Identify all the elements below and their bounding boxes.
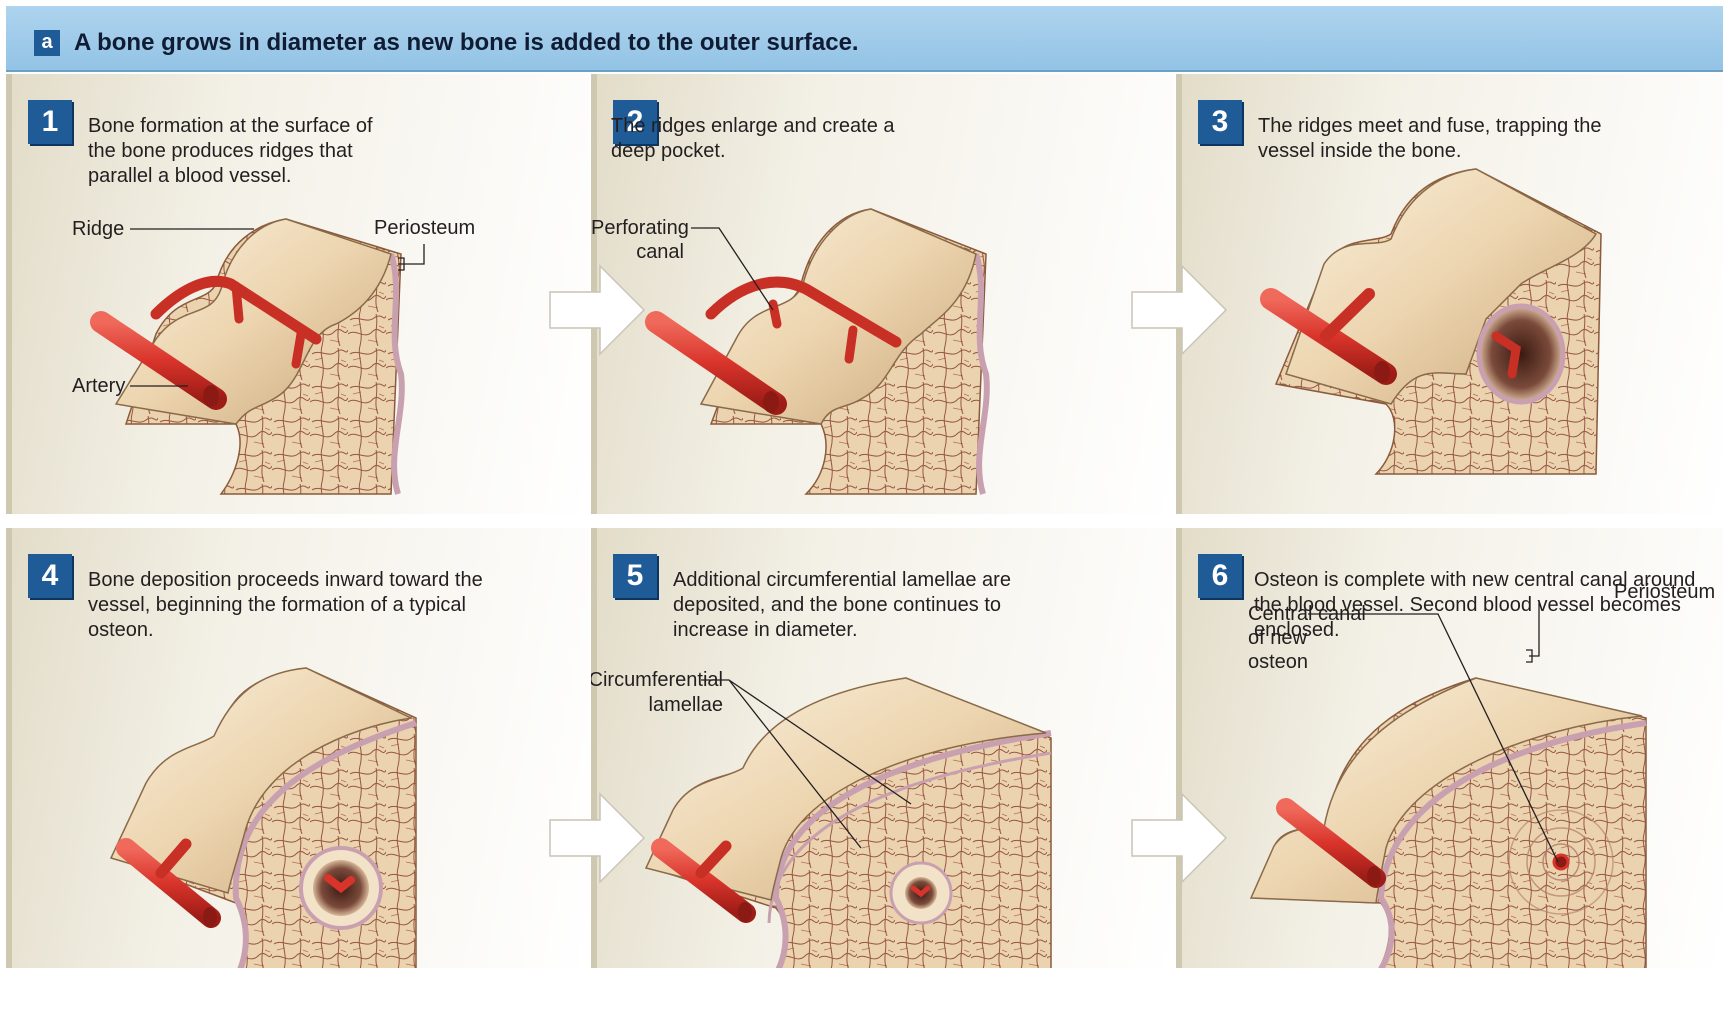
step-6-panel: 6 Osteon is complete with new central ca… bbox=[1176, 528, 1723, 968]
trapped-vessel-pocket bbox=[1479, 306, 1563, 402]
artery-opening bbox=[203, 385, 219, 407]
periosteum-label-6: Periosteum bbox=[1614, 580, 1715, 605]
step-4-description: Bone deposition proceeds inward toward t… bbox=[88, 568, 488, 643]
step-3-number: 3 bbox=[1198, 100, 1242, 144]
vessel-opening bbox=[1367, 866, 1381, 886]
step-arrow-5-6 bbox=[1130, 788, 1230, 888]
periosteum-label: Periosteum bbox=[374, 216, 475, 241]
artery-opening bbox=[1374, 361, 1390, 383]
ridge-label: Ridge bbox=[72, 217, 124, 242]
central-canal-label-2: of new bbox=[1248, 626, 1307, 651]
step-5-description: Additional circumferential lamellae are … bbox=[673, 568, 1073, 643]
artery-opening bbox=[763, 391, 779, 413]
artery-opening bbox=[203, 907, 217, 927]
perforating-canal-label-1: Perforating bbox=[591, 216, 684, 241]
step-1-description: Bone formation at the surface of the bon… bbox=[88, 114, 378, 189]
step-5-panel: 5 Additional circumferential lamellae ar… bbox=[591, 528, 1174, 968]
circumferential-lamellae-label-2: lamellae bbox=[591, 693, 723, 718]
step-1-panel: 1 Bone formation at the surface of the b… bbox=[6, 74, 589, 514]
step-4-number: 4 bbox=[28, 554, 72, 598]
step-2-panel: 2 The ridges enlarge and create a deep p… bbox=[591, 74, 1174, 514]
step-6-number: 6 bbox=[1198, 554, 1242, 598]
step-1-number: 1 bbox=[28, 100, 72, 144]
step-arrow-2-3 bbox=[1130, 260, 1230, 360]
figure-header: a A bone grows in diameter as new bone i… bbox=[6, 6, 1723, 72]
step-arrow-4-5 bbox=[548, 788, 648, 888]
figure-part-badge: a bbox=[34, 30, 60, 56]
step-4-panel: 4 Bone deposition proceeds inward toward… bbox=[6, 528, 589, 968]
figure-title: A bone grows in diameter as new bone is … bbox=[74, 29, 859, 57]
step-2-description: The ridges enlarge and create a deep poc… bbox=[611, 114, 911, 164]
artery-label: Artery bbox=[72, 374, 125, 399]
step-3-description: The ridges meet and fuse, trapping the v… bbox=[1258, 114, 1618, 164]
step-5-number: 5 bbox=[613, 554, 657, 598]
step-3-panel: 3 The ridges meet and fuse, trapping the… bbox=[1176, 74, 1723, 514]
artery-opening bbox=[738, 902, 752, 922]
central-canal-label-3: osteon bbox=[1248, 650, 1308, 675]
step-arrow-1-2 bbox=[548, 260, 648, 360]
circumferential-lamellae-label-1: Circumferential bbox=[591, 668, 723, 693]
central-canal-label-1: Central canal bbox=[1248, 602, 1366, 627]
